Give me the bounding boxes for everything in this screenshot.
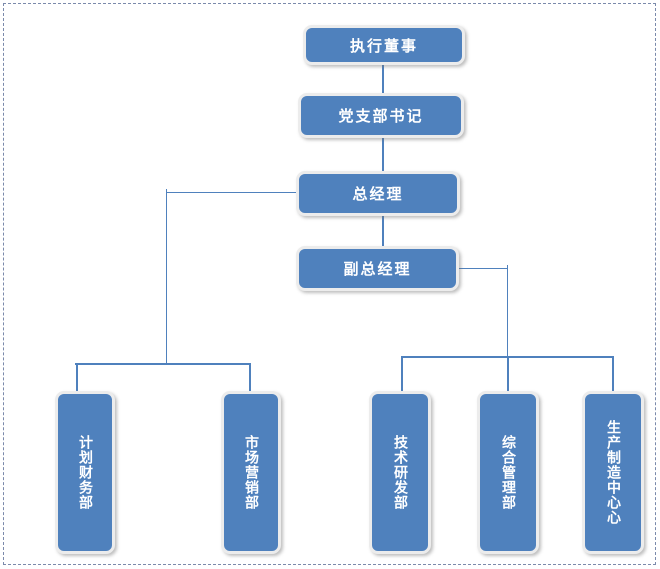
node-general-admin-dept[interactable]: 综合管理部 [477,391,539,554]
connector-exec-party [382,63,384,95]
node-marketing-dept-label: 市场营销部 [243,435,259,510]
node-deputy-general-manager-label: 副总经理 [343,260,412,278]
node-party-branch-secretary[interactable]: 党支部书记 [298,93,464,138]
node-tech-rd-dept-label: 技术研发部 [392,435,408,510]
connector-dgm-right-horizontal [457,268,508,269]
connector-stub-production-center [612,356,614,393]
node-executive-director[interactable]: 执行董事 [303,25,465,65]
node-production-manufacturing-center[interactable]: 生产制造中心心 [582,391,644,554]
connector-gm-left-horizontal [166,192,298,193]
node-marketing-dept[interactable]: 市场营销部 [221,391,281,554]
connector-stub-marketing [249,363,251,393]
connector-left-trunk [166,189,167,364]
connector-party-gm [382,136,384,173]
node-general-admin-dept-label: 综合管理部 [500,435,516,510]
node-executive-director-label: 执行董事 [349,36,418,55]
node-tech-rd-dept[interactable]: 技术研发部 [369,391,431,554]
node-planning-finance-dept[interactable]: 计划财务部 [55,391,115,554]
node-production-manufacturing-center-label: 生产制造中心心 [605,420,621,525]
node-party-branch-secretary-label: 党支部书记 [338,107,424,125]
node-deputy-general-manager[interactable]: 副总经理 [296,246,459,291]
connector-left-branch [75,363,251,365]
connector-gm-dgm [382,214,384,248]
node-planning-finance-dept-label: 计划财务部 [77,435,93,510]
connector-stub-tech-rd [401,356,403,393]
node-general-manager[interactable]: 总经理 [296,171,460,216]
connector-stub-planning-finance [76,363,78,393]
node-general-manager-label: 总经理 [352,185,404,203]
connector-stub-general-admin [507,356,509,393]
connector-right-trunk [507,265,508,357]
